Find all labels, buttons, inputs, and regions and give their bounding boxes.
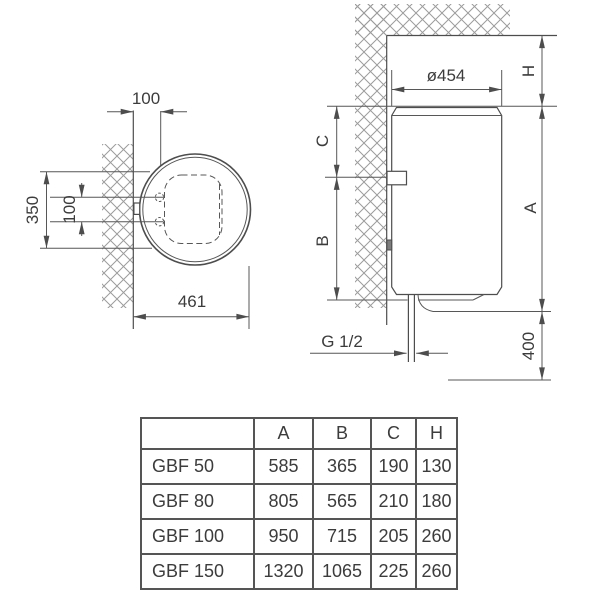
dim-label-350: 350 xyxy=(23,196,42,224)
table-row: GBF 150 1320 1065 225 260 xyxy=(140,553,458,590)
value-h: 260 xyxy=(415,553,458,590)
model-name: GBF 100 xyxy=(140,518,255,555)
upper-mount-bracket xyxy=(386,170,408,186)
tank-outline-circle xyxy=(138,153,252,266)
value-c: 190 xyxy=(370,448,417,485)
value-a: 950 xyxy=(253,518,314,555)
table-row: GBF 80 805 565 210 180 xyxy=(140,483,458,520)
tank-body xyxy=(391,106,503,296)
value-b: 365 xyxy=(312,448,372,485)
model-name: GBF 50 xyxy=(140,448,255,485)
wall-hatch-right xyxy=(355,4,387,308)
dim-label-diameter: ø454 xyxy=(427,66,466,85)
value-a: 585 xyxy=(253,448,314,485)
dim-label-c: C xyxy=(313,135,332,147)
tank-inner-circle xyxy=(142,156,248,263)
bottom-cover-edge xyxy=(417,294,434,312)
table-row: GBF 100 950 715 205 260 xyxy=(140,518,458,555)
value-c: 210 xyxy=(370,483,417,520)
value-h: 130 xyxy=(415,448,458,485)
value-b: 715 xyxy=(312,518,372,555)
wall-hatch-left xyxy=(102,144,134,308)
table-header-b: B xyxy=(312,417,372,450)
side-view-drawing: ø454 C B H A 400 G 1/2 xyxy=(310,4,557,381)
dimensions-table: A B C H GBF 50 585 365 190 130 GBF 80 80… xyxy=(140,417,458,590)
model-name: GBF 150 xyxy=(140,553,255,590)
table-row: GBF 50 585 365 190 130 xyxy=(140,448,458,485)
top-view-drawing: 100 350 100 461 xyxy=(23,89,252,329)
table-corner-cell xyxy=(140,417,255,450)
dim-label-pipe-thread: G 1/2 xyxy=(321,332,363,351)
table-header-h: H xyxy=(415,417,458,450)
value-c: 225 xyxy=(370,553,417,590)
dim-label-h: H xyxy=(519,65,538,77)
hidden-flange-outline xyxy=(164,174,223,244)
mounting-hole-bottom xyxy=(154,217,165,227)
lower-mount-bracket xyxy=(386,239,393,251)
table-header-c: C xyxy=(370,417,417,450)
value-a: 805 xyxy=(253,483,314,520)
wall-bracket xyxy=(133,202,141,215)
value-a: 1320 xyxy=(253,553,314,590)
value-b: 565 xyxy=(312,483,372,520)
value-h: 180 xyxy=(415,483,458,520)
dim-label-461: 461 xyxy=(178,292,206,311)
dim-label-a: A xyxy=(521,202,540,214)
mounting-hole-top xyxy=(154,192,165,203)
bottom-cover-slant xyxy=(472,294,485,301)
dim-label-100-top: 100 xyxy=(132,89,160,108)
model-name: GBF 80 xyxy=(140,483,255,520)
value-h: 260 xyxy=(415,518,458,555)
value-c: 205 xyxy=(370,518,417,555)
dim-label-b: B xyxy=(313,235,332,246)
dim-label-400: 400 xyxy=(519,332,538,360)
table-header-a: A xyxy=(253,417,314,450)
table-header-row: A B C H xyxy=(140,417,458,450)
dim-label-100-holes: 100 xyxy=(60,195,79,223)
value-b: 1065 xyxy=(312,553,372,590)
